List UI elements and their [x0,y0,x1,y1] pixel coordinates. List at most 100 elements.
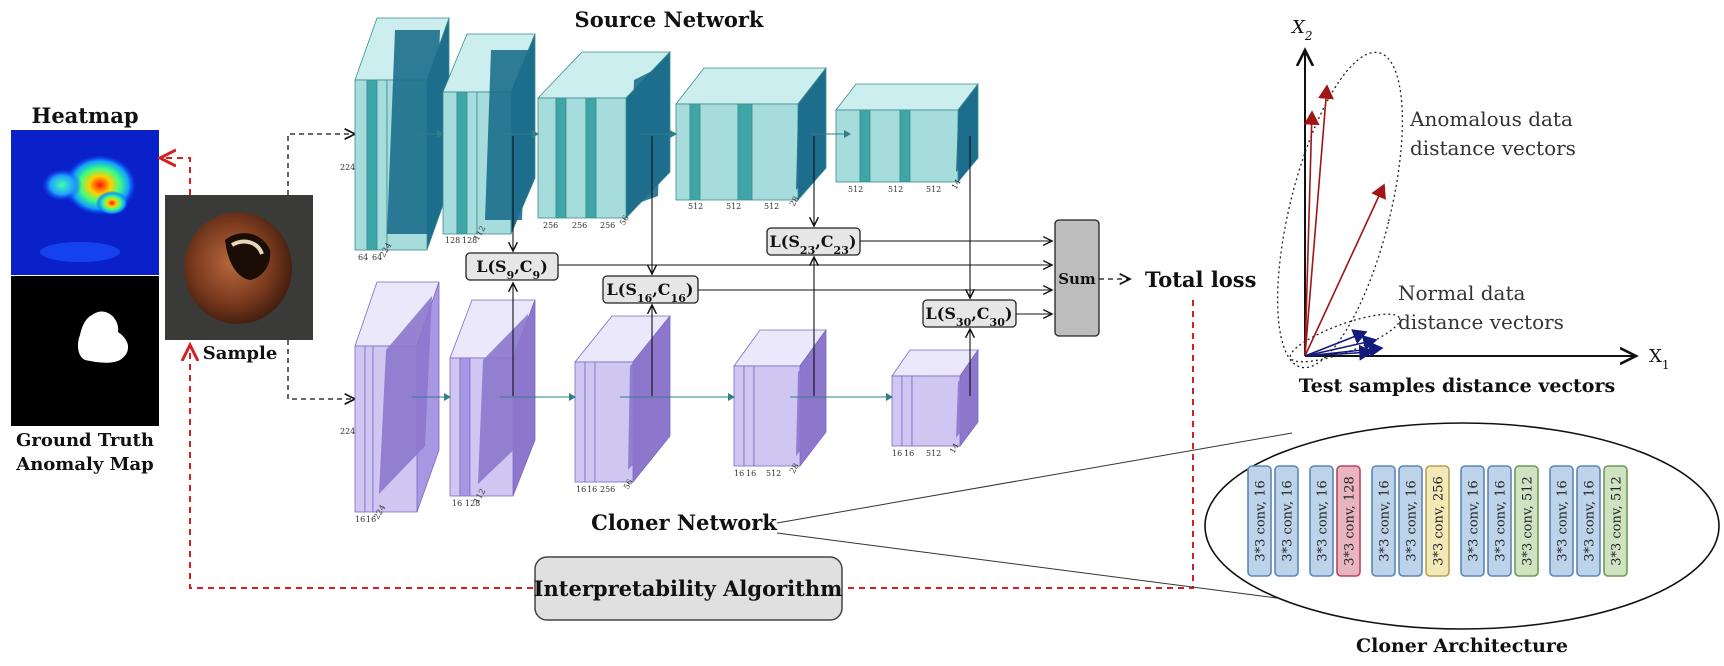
sum-box: Sum [1054,219,1100,337]
normal-vector [1304,329,1368,357]
cloner-network-title: Cloner Network [591,510,777,535]
normal-vector [1304,335,1378,357]
cloner-block-4: 16 16 512 28 [733,328,827,478]
svg-text:L(S9,C9): L(S9,C9) [476,257,548,282]
sample-label: Sample [203,343,278,364]
conv-layer-label: 3*3 conv, 16 [1281,480,1296,561]
cloner-block-4-dim-1: 16 [746,469,756,478]
interpretability-feedback-loop [843,300,1194,589]
zoom-line-top [776,432,1293,524]
conv-layer-label: 3*3 conv, 512 [1521,476,1536,566]
conv-layer-block [1576,465,1601,577]
conv-layer-block [1514,465,1539,577]
conv-layer-block [1549,465,1574,577]
heatmap-image [11,130,159,275]
conv-layer-block [1371,465,1396,577]
conv-layer-block [1487,465,1512,577]
cloner-block-2: 16 128 112 [449,299,536,508]
sample-to-source-arrow [287,134,355,195]
cloner-block-1-dim-0: 224 [340,427,355,436]
anomalous-vector [1303,110,1320,357]
source-block-2-dim-1: 128 [462,236,477,245]
cloner-block-5-dim-0: 16 [892,449,902,458]
conv-layer-block [1309,465,1334,577]
conv-layer-label: 3*3 conv, 16 [1583,480,1598,561]
cloner-block-4-dim-2: 512 [766,469,781,478]
interpretability-label: Interpretability Algorithm [534,576,843,601]
heatmap-title: Heatmap [31,103,138,128]
source-block-3-dim-0: 256 [543,221,558,230]
sample-to-heatmap-arrow [160,158,191,195]
cloner-block-5-dim-2: 512 [926,449,941,458]
plot-y-axis-label: X2 [1290,17,1312,43]
cloner-block-5: 16 16 512 14 [891,348,979,458]
plot-caption: Test samples distance vectors [1299,375,1615,397]
normal-label-2: distance vectors [1398,310,1564,334]
interpretability-to-sample-arrow [190,345,533,589]
distance-vector-plot: X2 X1 Anomalous data distance vectors No… [1276,17,1669,397]
anomalous-cluster-ellipse [1276,51,1404,369]
total-loss-label: Total loss [1145,267,1256,292]
source-block-4-dim-0: 512 [688,202,703,211]
source-block-1-dim-1: 64 [358,253,368,262]
source-network-title: Source Network [575,7,764,32]
conv-layer-label: 3*3 conv, 16 [1316,480,1331,561]
normal-vector [1304,344,1374,361]
sum-label: Sum [1058,270,1096,288]
cloner-block-3-dim-0: 16 [576,485,586,494]
source-block-5-dim-0: 512 [848,185,863,194]
conv-layer-block [1425,465,1450,577]
source-block-1-dim-0: 224 [340,163,355,172]
cloner-architecture-caption: Cloner Architecture [1356,635,1568,657]
source-block-5-dim-2: 512 [926,185,941,194]
svg-text:L(S23,C23): L(S23,C23) [770,232,857,257]
source-block-5-dim-3: 14 [950,178,963,191]
conv-layer-label: 3*3 conv, 16 [1494,480,1509,561]
cloner-block-4-dim-3: 28 [788,462,801,475]
conv-layer-block [1603,465,1628,577]
anomalous-label-1: Anomalous data [1409,107,1573,131]
conv-layer-label: 3*3 conv, 16 [1556,480,1571,561]
cloner-block-3-dim-1: 16 [587,485,597,494]
source-network: 224 64 64 224 128 128 112 [340,17,979,262]
cloner-block-3-dim-2: 256 [600,485,615,494]
sample-image [165,195,313,340]
plot-x-axis-label: X1 [1649,346,1669,372]
source-block-4-dim-3: 28 [788,195,801,208]
cloner-block-1-dim-2: 16 [366,515,376,524]
cloner-block-2-dim-1: 128 [465,499,480,508]
cloner-block-3-dim-3: 56 [622,478,635,491]
svg-text:L(S16,C16): L(S16,C16) [607,280,694,305]
source-block-1: 224 64 64 224 [340,17,450,262]
cloner-architecture-layers: 3*3 conv, 16 3*3 conv, 16 3*3 conv, 16 3*3 … [1247,465,1628,577]
anomalous-label-2: distance vectors [1410,136,1576,160]
conv-layer-label: 3*3 conv, 16 [1467,480,1482,561]
zoom-line-bottom [776,532,1293,601]
conv-layer-block [1247,465,1272,577]
conv-layer-label: 3*3 conv, 16 [1378,480,1393,561]
conv-layer-block [1274,465,1299,577]
cloner-block-1-dim-1: 16 [355,515,365,524]
source-block-5: 512 512 512 14 [835,82,979,194]
sample-to-cloner-arrow [287,340,355,399]
anomalous-vector [1304,84,1334,357]
svg-text:L(S30,C30): L(S30,C30) [926,304,1013,329]
loss-connections [513,136,1052,396]
cloner-block-2-dim-0: 16 [452,499,462,508]
source-block-3: 256 256 256 56 [537,51,671,230]
cloner-block-5-dim-3: 14 [948,442,961,455]
cloner-network: 224 16 16 224 16 128 112 16 16 2 [340,281,979,524]
conv-layer-block [1460,465,1485,577]
source-block-3-dim-1: 256 [572,221,587,230]
cloner-block-4-dim-0: 16 [734,469,744,478]
source-block-3-dim-3: 56 [618,214,631,227]
conv-layer-label: 3*3 conv, 16 [1405,480,1420,561]
normal-label-1: Normal data [1398,281,1526,305]
normal-cluster-ellipse [1289,313,1401,363]
conv-layer-label: 3*3 conv, 16 [1254,480,1269,561]
loss-box-9: L(S9,C9) [465,252,559,282]
source-block-2: 128 128 112 [442,33,536,245]
cloner-block-3: 16 16 256 56 [574,314,671,494]
